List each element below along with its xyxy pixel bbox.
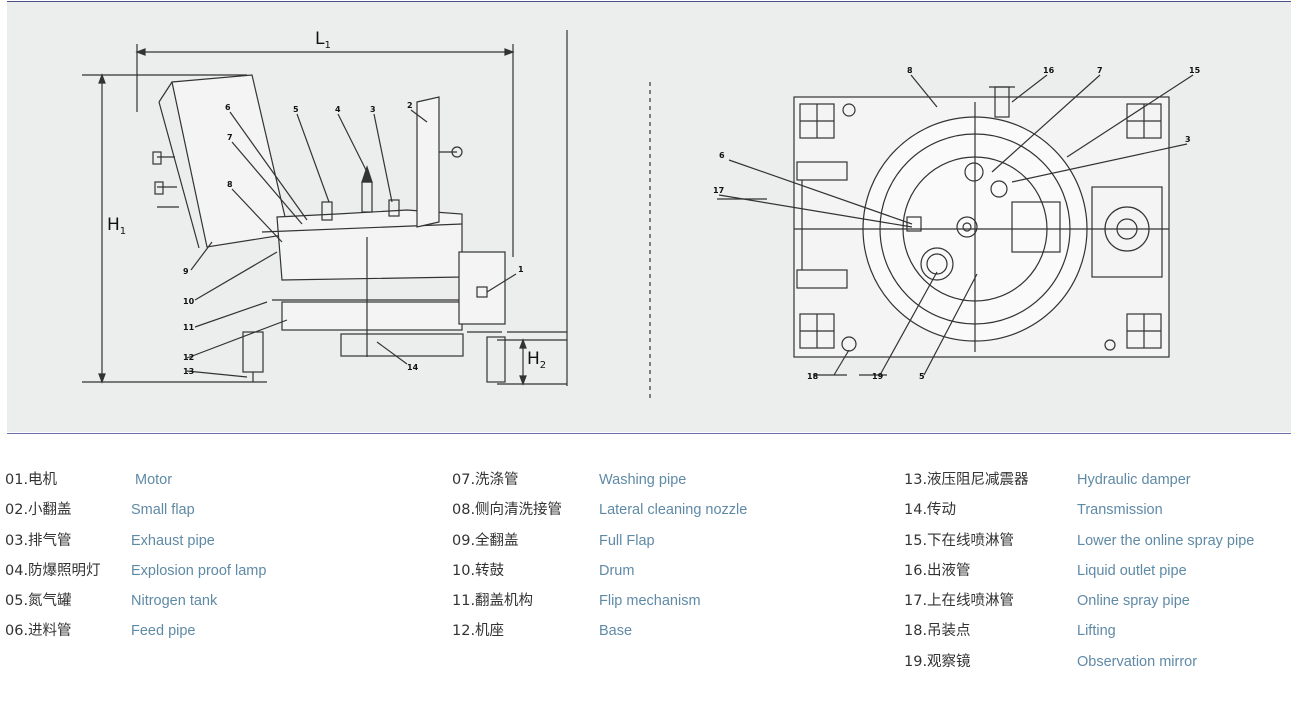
top-callout-15: 15 xyxy=(1189,66,1201,75)
top-callout-7: 7 xyxy=(1097,66,1103,75)
top-callout-18: 18 xyxy=(807,372,819,381)
top-callout-17: 17 xyxy=(713,186,724,195)
side-callout-5: 5 xyxy=(293,105,299,114)
legend-item-zh: 18.吊装点 xyxy=(904,623,971,640)
legend-item-en: Feed pipe xyxy=(131,623,196,640)
side-callout-7: 7 xyxy=(227,133,233,142)
top-view-callouts: 8 16 7 15 3 6 17 18 19 5 xyxy=(713,66,1201,381)
legend-item-zh: 04.防爆照明灯 xyxy=(5,562,101,579)
legend-item-en: Drum xyxy=(599,562,635,579)
side-callout-8: 8 xyxy=(227,180,233,189)
legend-item-zh: 09.全翻盖 xyxy=(452,532,519,549)
legend-item-en: Transmission xyxy=(1077,502,1163,519)
dim-h1-label: H1 xyxy=(107,215,126,237)
legend-item-zh: 06.进料管 xyxy=(5,623,72,640)
legend-item-en: Exhaust pipe xyxy=(131,532,215,549)
legend-item-zh: 10.转鼓 xyxy=(452,562,505,579)
dim-h2-label: H2 xyxy=(527,349,546,371)
legend-item-en: Explosion proof lamp xyxy=(131,562,267,579)
side-callout-1: 1 xyxy=(518,265,524,274)
side-callout-13: 13 xyxy=(183,367,194,376)
legend-item-zh: 05.氮气罐 xyxy=(5,593,72,610)
section-divider xyxy=(7,433,1291,434)
legend-item-zh: 01.电机 xyxy=(5,472,58,488)
legend-item-en: Lateral cleaning nozzle xyxy=(599,502,748,519)
dim-l1-label: L1 xyxy=(315,29,331,51)
side-callout-6: 6 xyxy=(225,103,231,112)
legend-item-en: Small flap xyxy=(131,502,195,519)
legend-item-zh: 15.下在线喷淋管 xyxy=(904,532,1015,549)
side-callout-11: 11 xyxy=(183,323,195,332)
legend-item-zh: 08.侧向清洗接管 xyxy=(452,502,563,519)
top-callout-19: 19 xyxy=(872,372,884,381)
legend-col1-zh: 01.电机 02.小翻盖 03.排气管 04.防爆照明灯 05.氮气罐 06.进料管 xyxy=(5,465,101,647)
legend-item-zh: 19.观察镜 xyxy=(904,653,971,670)
legend-item-en: Lifting xyxy=(1077,623,1116,640)
side-callout-4: 4 xyxy=(335,105,341,114)
legend-item-en: Motor xyxy=(135,472,173,488)
legend-item-en: Liquid outlet pipe xyxy=(1077,562,1187,579)
legend-item-zh: 13.液压阻尼减震器 xyxy=(904,472,1029,488)
legend-item-en: Online spray pipe xyxy=(1077,593,1190,610)
legend-item-zh: 11.翻盖机构 xyxy=(452,593,534,610)
top-callout-6: 6 xyxy=(719,151,725,160)
legend-col2-zh: 07.洗涤管 08.侧向清洗接管 09.全翻盖 10.转鼓 11.翻盖机构 12.机座 xyxy=(452,465,562,647)
top-callout-5: 5 xyxy=(919,372,925,381)
legend-item-zh: 03.排气管 xyxy=(5,532,72,549)
top-callout-16: 16 xyxy=(1043,66,1055,75)
legend-item-en: Washing pipe xyxy=(599,472,687,488)
legend-item-zh: 12.机座 xyxy=(452,623,505,640)
legend-item-zh: 14.传动 xyxy=(904,502,957,519)
side-callout-2: 2 xyxy=(407,101,413,110)
side-callout-12: 12 xyxy=(183,353,194,362)
legend-item-zh: 17.上在线喷淋管 xyxy=(904,593,1015,610)
legend-item-zh: 02.小翻盖 xyxy=(5,502,72,519)
legend-item-en: Observation mirror xyxy=(1077,653,1198,670)
legend-item-en: Base xyxy=(599,623,633,640)
legend-item-en: Flip mechanism xyxy=(599,593,701,610)
legend-item-zh: 07.洗涤管 xyxy=(452,472,519,488)
legend-item-en: Lower the online spray pipe xyxy=(1077,532,1255,549)
legend-item-en: Full Flap xyxy=(599,532,655,549)
side-callout-10: 10 xyxy=(183,297,195,306)
legend-item-zh: 16.出液管 xyxy=(904,562,971,579)
legend-item-en: Nitrogen tank xyxy=(131,593,218,610)
side-callout-14: 14 xyxy=(407,363,419,372)
side-callout-9: 9 xyxy=(183,267,189,276)
legend-item-en: Hydraulic damper xyxy=(1077,472,1191,488)
legend-col3-zh: 13.液压阻尼减震器 14.传动 15.下在线喷淋管 16.出液管 17.上在线喷淋管 1… xyxy=(904,465,1029,677)
top-callout-3: 3 xyxy=(1185,135,1191,144)
side-callout-3: 3 xyxy=(370,105,376,114)
top-callout-8: 8 xyxy=(907,66,913,75)
